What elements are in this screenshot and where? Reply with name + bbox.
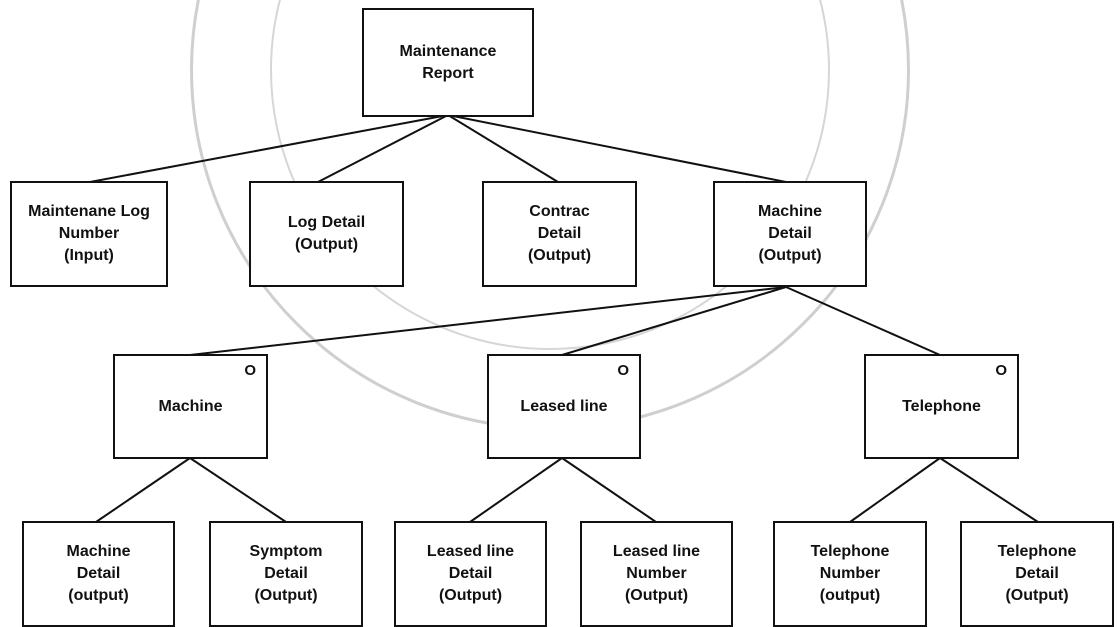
optional-marker: O [244,362,256,379]
connector-line [447,114,559,183]
connector-line [89,114,449,183]
connector-line [561,457,657,523]
node-label: Leased line [520,397,608,415]
root-box: Maintenance Report [362,8,534,117]
connector-line [469,457,563,523]
box-telephone-detail: Telephone Detail (Output) [960,521,1114,627]
box-leased-line: O Leased line [487,354,641,459]
connector-line [561,286,787,356]
connector-line [849,457,941,523]
connector-line [447,114,787,183]
connector-line [785,286,941,356]
node-label: Machine [158,397,223,415]
connector-line [95,457,191,523]
box-telephone: O Telephone [864,354,1019,459]
connector-line [189,457,287,523]
box-telephone-number: Telephone Number (output) [773,521,927,627]
optional-marker: O [617,362,629,379]
box-log-detail: Log Detail (Output) [249,181,404,287]
connector-line [189,286,787,356]
box-leased-line-detail: Leased line Detail (Output) [394,521,547,627]
box-symptom-detail: Symptom Detail (Output) [209,521,363,627]
box-machine-detail-output: Machine Detail (output) [22,521,175,627]
node-label: Symptom Detail (Output) [249,543,323,604]
connector-line [939,457,1039,523]
connector-line [317,114,449,183]
node-label: Maintenane Log Number (Input) [28,203,150,264]
node-label: Leased line Number (Output) [612,543,701,604]
box-machine: O Machine [113,354,268,459]
optional-marker: O [995,362,1007,379]
box-contrac-detail: Contrac Detail (Output) [482,181,637,287]
node-label: Telephone Detail (Output) [997,543,1077,604]
node-label: Telephone Number (output) [810,543,890,604]
node-label: Leased line Detail (Output) [426,543,515,604]
node-label: Telephone [902,397,981,415]
node-label: Contrac Detail (Output) [527,203,592,264]
root-label: Maintenance Report [399,42,497,82]
node-label: Machine Detail (Output) [757,203,822,264]
box-maintenance-log-number: Maintenane Log Number (Input) [10,181,168,287]
box-leased-line-number: Leased line Number (Output) [580,521,733,627]
box-machine-detail: Machine Detail (Output) [713,181,867,287]
node-label: Log Detail (Output) [287,214,366,253]
node-label: Machine Detail (output) [66,543,131,604]
